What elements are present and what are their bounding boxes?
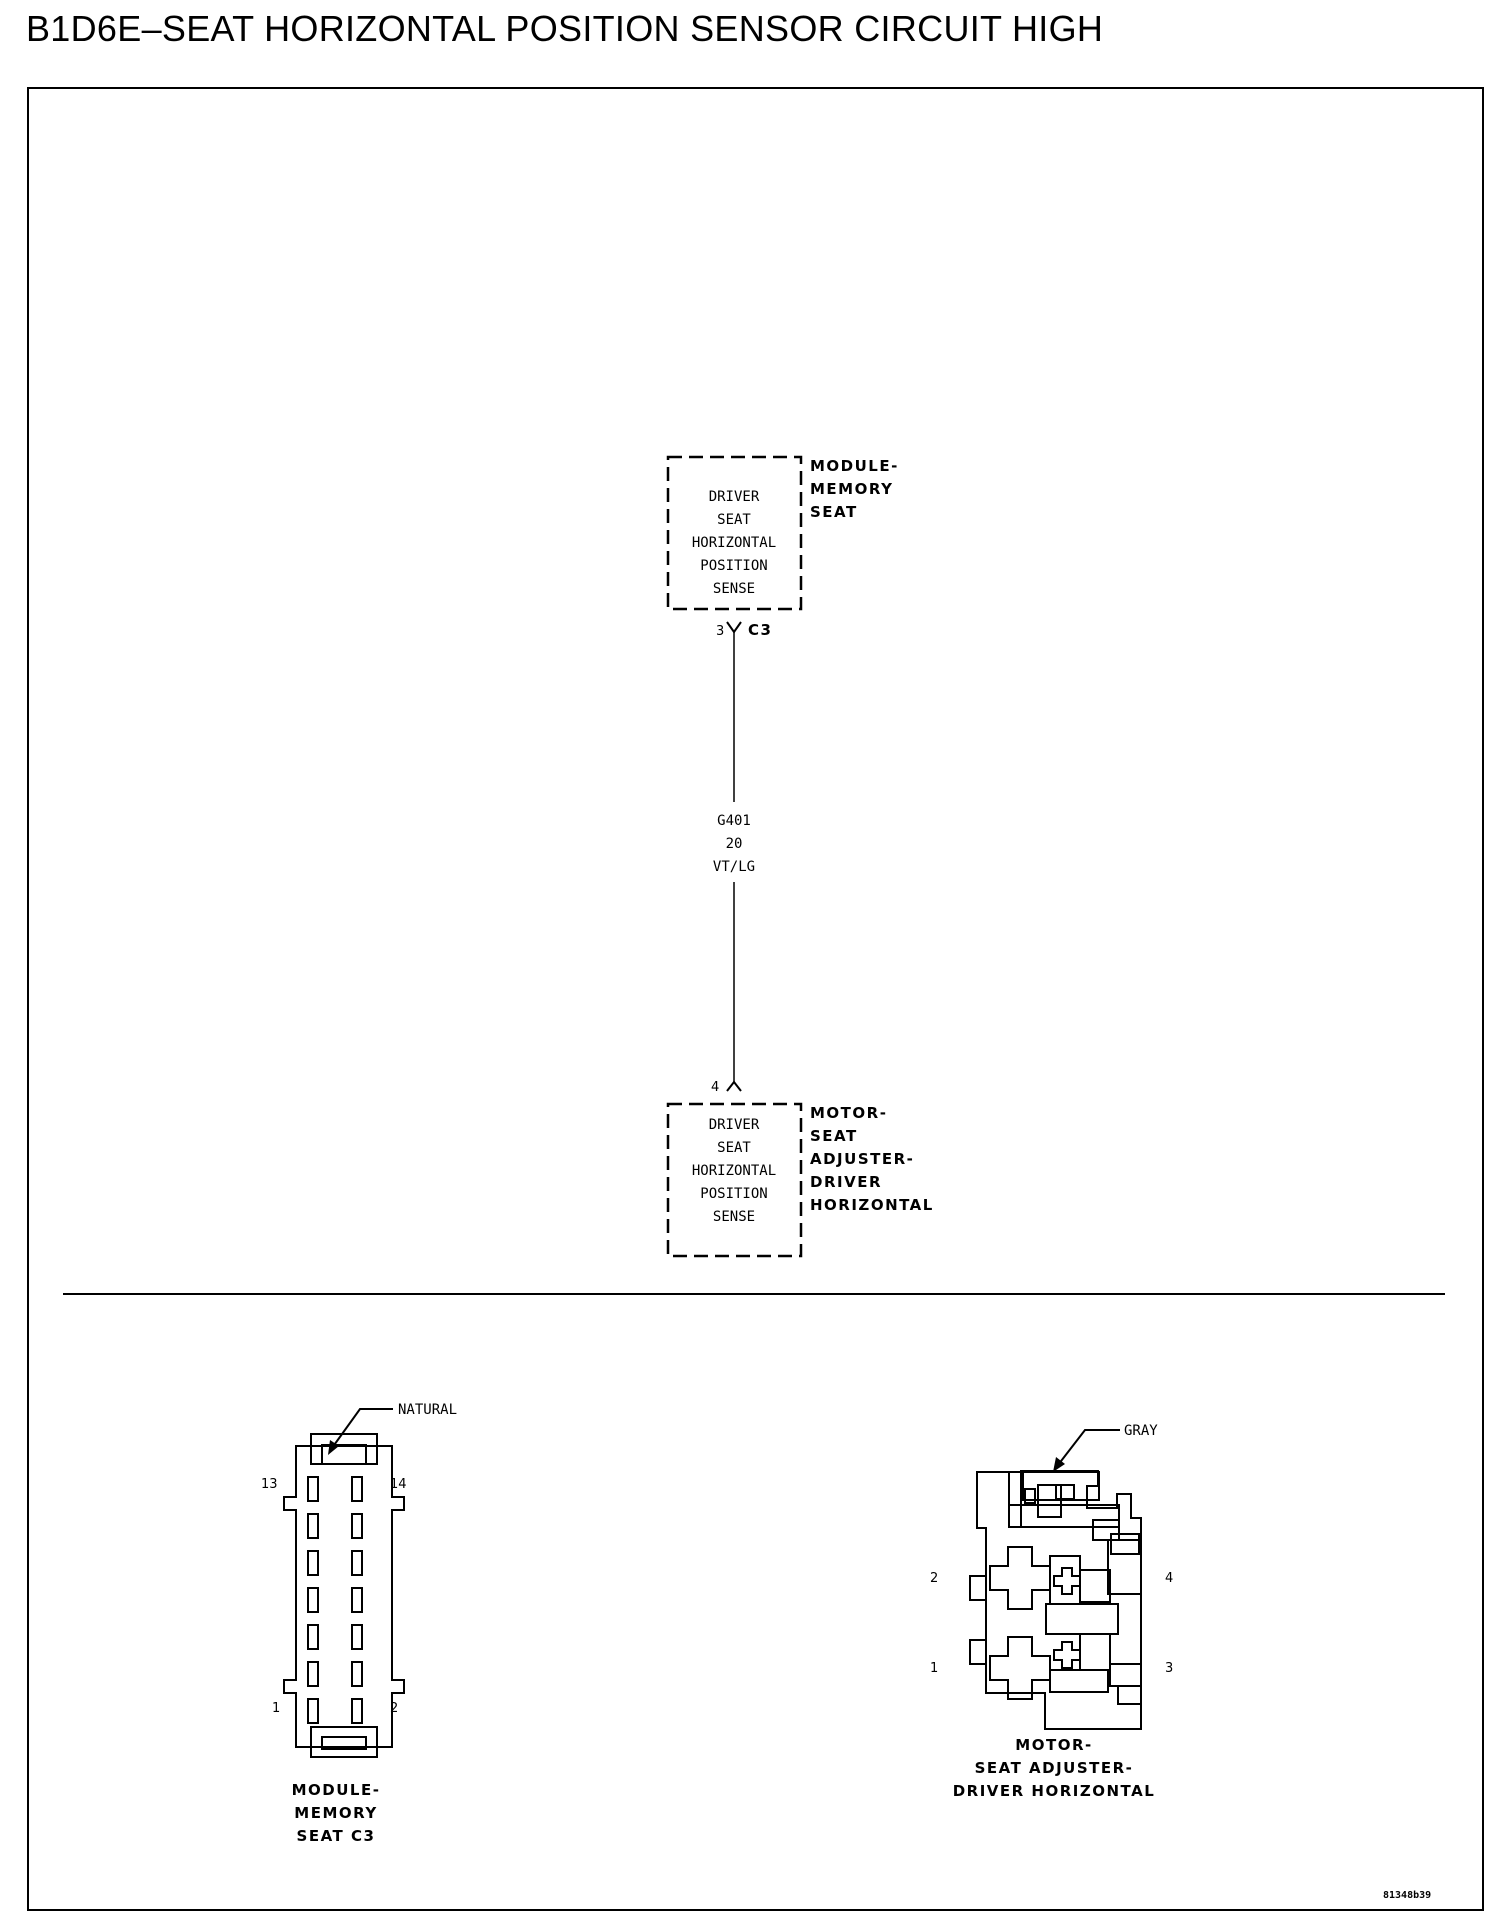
connector-right-caption-3: DRIVER HORIZONTAL bbox=[953, 1782, 1156, 1800]
connector-right-pin-4: 4 bbox=[1165, 1571, 1173, 1586]
wire-color: VT/LG bbox=[713, 859, 755, 875]
motor-box-line-4: POSITION bbox=[700, 1186, 767, 1202]
wire-gauge: 20 bbox=[726, 836, 743, 852]
wire-label: G401 20 VT/LG bbox=[713, 813, 755, 875]
module-box-line-3: HORIZONTAL bbox=[692, 535, 776, 551]
connector-right-caption-1: MOTOR- bbox=[1015, 1736, 1092, 1754]
connector-right-drawing bbox=[969, 1470, 1142, 1730]
connector-left-pin-1: 1 bbox=[272, 1701, 280, 1716]
connector-left-leader-arrowhead bbox=[328, 1440, 339, 1455]
motor-component-line-4: DRIVER bbox=[810, 1173, 882, 1191]
connector-left-pin-13: 13 bbox=[261, 1477, 278, 1492]
motor-box-line-1: DRIVER bbox=[709, 1117, 760, 1133]
motor-component-line-3: ADJUSTER- bbox=[810, 1150, 914, 1168]
module-connector-symbol bbox=[726, 621, 742, 634]
connector-right-color: GRAY bbox=[1124, 1423, 1158, 1439]
wire-circuit: G401 bbox=[717, 813, 751, 829]
diagram-frame bbox=[27, 87, 1484, 1911]
module-box-line-5: SENSE bbox=[713, 581, 755, 597]
connector-left-caption-1: MODULE- bbox=[292, 1781, 381, 1799]
connector-left-caption-2: MEMORY bbox=[294, 1804, 377, 1822]
motor-connector-symbol bbox=[726, 1080, 742, 1092]
connector-right-pin-2: 2 bbox=[930, 1571, 938, 1586]
module-connector-id: C3 bbox=[748, 621, 772, 639]
module-box-line-4: POSITION bbox=[700, 558, 767, 574]
module-box-label: DRIVER SEAT HORIZONTAL POSITION SENSE bbox=[692, 489, 776, 597]
connector-right-pin-1: 1 bbox=[930, 1661, 938, 1676]
motor-box-label: DRIVER SEAT HORIZONTAL POSITION SENSE bbox=[692, 1117, 776, 1225]
module-memory-seat-box bbox=[666, 455, 803, 611]
motor-component-line-5: HORIZONTAL bbox=[810, 1196, 934, 1214]
module-component-line-2: MEMORY bbox=[810, 480, 893, 498]
figure-id: 81348b39 bbox=[1383, 1890, 1431, 1901]
motor-component-name: MOTOR- SEAT ADJUSTER- DRIVER HORIZONTAL bbox=[810, 1104, 934, 1214]
module-box-line-1: DRIVER bbox=[709, 489, 760, 505]
page-title: B1D6E–SEAT HORIZONTAL POSITION SENSOR CI… bbox=[26, 8, 1104, 49]
motor-box-line-5: SENSE bbox=[713, 1209, 755, 1225]
connector-right-leader bbox=[1057, 1429, 1120, 1466]
module-component-line-3: SEAT bbox=[810, 503, 858, 521]
motor-pin-number: 4 bbox=[711, 1080, 719, 1095]
motor-box-line-2: SEAT bbox=[717, 1140, 751, 1156]
connector-left-caption-3: SEAT C3 bbox=[297, 1827, 376, 1845]
motor-seat-adjuster-box bbox=[666, 1102, 803, 1258]
connector-left-pin-2: 2 bbox=[390, 1701, 398, 1716]
connector-left-drawing bbox=[283, 1433, 405, 1758]
connector-left-caption: MODULE- MEMORY SEAT C3 bbox=[292, 1781, 381, 1845]
motor-component-line-2: SEAT bbox=[810, 1127, 858, 1145]
module-component-line-1: MODULE- bbox=[810, 457, 899, 475]
connector-left-color: NATURAL bbox=[398, 1402, 457, 1418]
connector-left-leader bbox=[331, 1408, 393, 1449]
module-box-line-2: SEAT bbox=[717, 512, 751, 528]
connector-left-pin-14: 14 bbox=[390, 1477, 407, 1492]
motor-component-line-1: MOTOR- bbox=[810, 1104, 887, 1122]
motor-box-line-3: HORIZONTAL bbox=[692, 1163, 776, 1179]
module-component-name: MODULE- MEMORY SEAT bbox=[810, 457, 899, 521]
module-pin-number: 3 bbox=[716, 624, 724, 639]
connector-right-caption-2: SEAT ADJUSTER- bbox=[975, 1759, 1134, 1777]
connector-right-pin-3: 3 bbox=[1165, 1661, 1173, 1676]
connector-right-caption: MOTOR- SEAT ADJUSTER- DRIVER HORIZONTAL bbox=[953, 1736, 1156, 1800]
connector-right-leader-arrowhead bbox=[1053, 1457, 1065, 1472]
